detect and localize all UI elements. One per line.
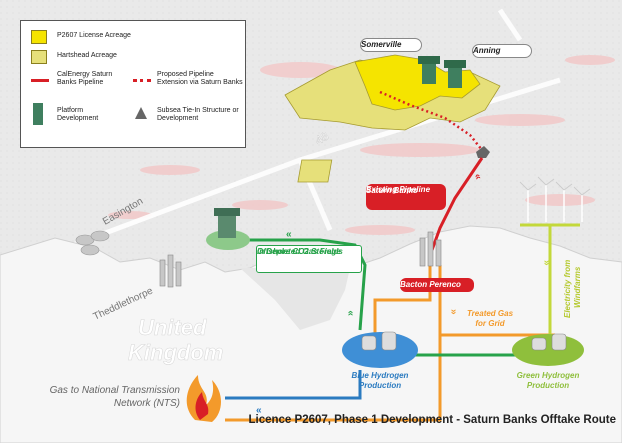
somerville-callout: Somerville: [360, 38, 422, 52]
nts-label-line1: Gas to National Transmission: [50, 385, 181, 396]
svg-text:»: »: [541, 260, 552, 266]
uk-label-line1: United: [138, 315, 207, 340]
treated-gas-label-line1: Treated Gas: [467, 309, 514, 318]
green-hydrogen-pad: [512, 334, 584, 366]
saturn-banks-label-line1: Saturn Banks: [366, 186, 418, 195]
nts-label-line2: Network (NTS): [114, 398, 180, 409]
svg-text:»: »: [345, 310, 356, 316]
co2-label-line1: Offshore CO2 Storage: [257, 247, 341, 256]
theddlethorpe-terminal-icon: [159, 254, 182, 288]
legend-item-subsea: Subsea Tie-In Structure or Development: [129, 101, 247, 131]
co2-storage-callout: Offshore CO2 Storage in Depleted Gas Fie…: [256, 245, 362, 273]
somerville-label: Somerville: [361, 40, 402, 49]
co2-platform-pad: [206, 230, 250, 250]
svg-text:»: »: [448, 309, 459, 315]
saturn-banks-callout: Saturn Banks Existing Pipeline: [366, 184, 446, 210]
uk-label-line2: Kingdom: [128, 340, 223, 365]
legend-label: Platform Development: [57, 107, 99, 122]
bacton-callout: Bacton Perenco: [400, 278, 474, 292]
platform-anning-icon: [444, 60, 466, 88]
legend-item-proposed: Proposed Pipeline Extension via Saturn B…: [129, 71, 247, 91]
electricity-label-line1: Electricity from: [563, 260, 572, 318]
blue-hydrogen-label-line2: Production: [359, 381, 401, 390]
subsea-tiein-icon: [476, 146, 490, 158]
anning-callout: Anning: [472, 44, 532, 58]
electricity-label-line2: Windfarms: [573, 266, 582, 308]
subsea-structure-icon: [135, 107, 147, 119]
treated-gas-label-line2: for Grid: [475, 319, 505, 328]
anning-label: Anning: [473, 46, 501, 55]
blue-hydrogen-route: [225, 370, 362, 400]
pale-yellow-square-icon: [31, 50, 47, 64]
green-hydrogen-plant-icon: [531, 333, 567, 351]
platform-icon: [33, 103, 43, 125]
platform-somerville-icon: [418, 56, 440, 84]
seabed-features: [108, 55, 615, 245]
red-line-icon: [31, 79, 49, 82]
legend-label: Subsea Tie-In Structure or Development: [157, 107, 239, 122]
co2-platform-icon: [214, 208, 240, 238]
svg-text:«: «: [256, 405, 262, 416]
legend-item-pipeline: CalEnergy Saturn Banks Pipeline: [21, 71, 247, 91]
co2-label-line2: in Depleted Gas Fields: [257, 247, 343, 256]
legend-label: Hartshead Acreage: [57, 52, 117, 59]
easington-terminal-icon: [75, 230, 110, 256]
legend-item-hartshead: Hartshead Acreage: [21, 47, 247, 67]
bacton-terminal-icon: [419, 231, 442, 267]
blue-hydrogen-label-line1: Blue Hydrogen: [352, 371, 409, 380]
flame-icon: [186, 375, 221, 422]
svg-text:«: «: [286, 229, 292, 240]
wind-turbines-icon: [519, 176, 591, 222]
legend-label: P2607 License Acreage: [57, 32, 131, 39]
treated-gas-route-2: [225, 265, 442, 422]
blue-hydrogen-pad: [342, 332, 418, 368]
svg-text:»: »: [472, 172, 484, 181]
wash-bay: [240, 268, 350, 330]
hartshead-block-south: [297, 159, 333, 183]
legend-label: Proposed Pipeline Extension via Saturn B…: [157, 71, 243, 86]
legend-label: CalEnergy Saturn Banks Pipeline: [57, 71, 113, 86]
legend-item-p2607: P2607 License Acreage: [21, 27, 247, 47]
legend-item-platform: Platform Development: [21, 101, 247, 131]
footer-title: Licence P2607, Phase 1 Development - Sat…: [248, 414, 617, 426]
green-hydrogen-label-line1: Green Hydrogen: [517, 371, 580, 380]
proposed-pipeline: [379, 90, 483, 151]
bacton-label: Bacton Perenco: [400, 280, 461, 289]
legend: P2607 License Acreage Hartshead Acreage …: [20, 20, 246, 148]
flow-arrows: « » » « » »: [256, 172, 552, 416]
yellow-square-icon: [31, 30, 47, 44]
red-dotted-line-icon: [133, 79, 151, 82]
blue-hydrogen-plant-icon: [361, 331, 397, 351]
saturn-banks-pipeline: [430, 157, 484, 251]
green-hydrogen-label-line2: Production: [527, 381, 569, 390]
saturn-banks-label-line2: Existing Pipeline: [366, 185, 431, 194]
